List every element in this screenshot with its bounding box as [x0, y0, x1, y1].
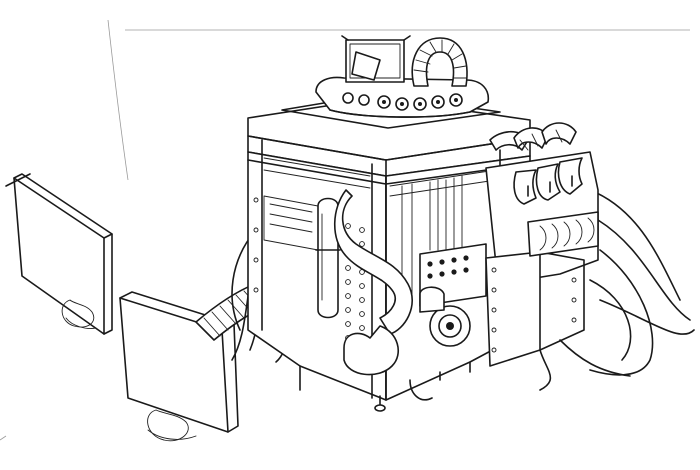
- connector-bundle: [527, 211, 599, 257]
- claw-module: [485, 122, 599, 367]
- claw-fingers: [513, 157, 583, 205]
- monitor-screen: [341, 35, 411, 83]
- coiled-pipe: [411, 37, 468, 87]
- machine-body: [247, 93, 531, 412]
- top-console: [315, 35, 490, 118]
- floating-panel-left: [5, 173, 113, 335]
- construction-lines: [0, 19, 690, 441]
- dial-row: [342, 92, 463, 111]
